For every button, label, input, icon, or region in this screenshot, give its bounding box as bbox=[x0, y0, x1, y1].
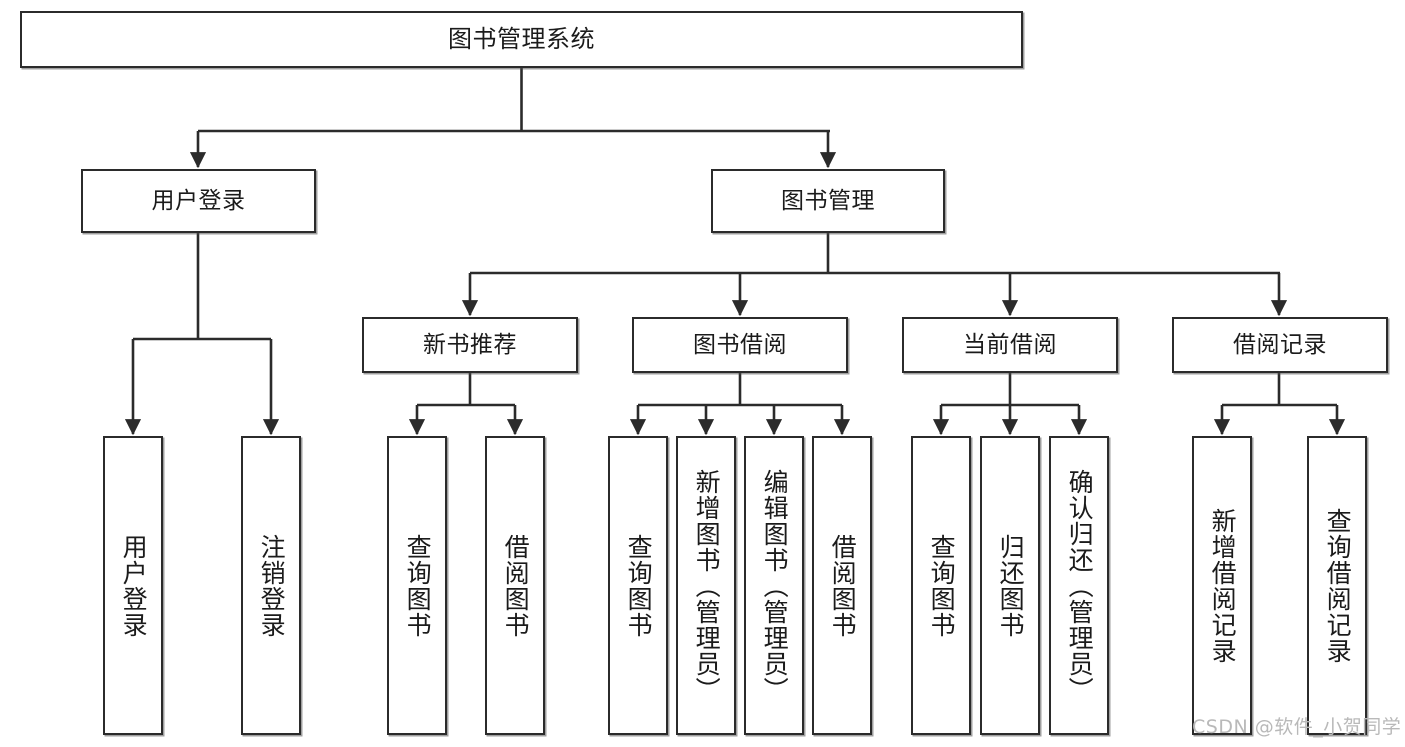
node-label: 图书管理 bbox=[781, 187, 875, 214]
node-leaf-borrow-book[interactable]: 借阅图书 bbox=[812, 436, 872, 735]
node-new-book-recommend[interactable]: 新书推荐 bbox=[362, 317, 578, 373]
node-leaf-add-borrow-record[interactable]: 新增借阅记录 bbox=[1192, 436, 1252, 735]
node-leaf-add-book-admin[interactable]: 新增图书（管理员） bbox=[676, 436, 736, 735]
node-label: 当前借阅 bbox=[963, 331, 1057, 358]
node-leaf-query-book-current[interactable]: 查询图书 bbox=[911, 436, 971, 735]
node-label: 新书推荐 bbox=[423, 331, 517, 358]
node-label: 查询图书 bbox=[403, 533, 433, 638]
node-user-login[interactable]: 用户登录 bbox=[81, 169, 316, 233]
node-book-borrow[interactable]: 图书借阅 bbox=[632, 317, 848, 373]
node-leaf-confirm-return-admin[interactable]: 确认归还（管理员） bbox=[1049, 436, 1109, 735]
node-leaf-user-login[interactable]: 用户登录 bbox=[103, 436, 163, 735]
node-label: 编辑图书（管理员） bbox=[760, 468, 790, 703]
node-label: 用户登录 bbox=[151, 187, 246, 214]
node-leaf-query-borrow-record[interactable]: 查询借阅记录 bbox=[1307, 436, 1367, 735]
node-label: 借阅图书 bbox=[828, 533, 858, 638]
node-label: 用户登录 bbox=[119, 533, 149, 638]
node-label: 图书借阅 bbox=[693, 331, 787, 358]
node-label: 借阅记录 bbox=[1233, 331, 1327, 358]
node-label: 归还图书 bbox=[996, 533, 1026, 638]
node-current-borrow[interactable]: 当前借阅 bbox=[902, 317, 1118, 373]
node-leaf-query-book-borrow[interactable]: 查询图书 bbox=[608, 436, 668, 735]
node-label: 新增图书（管理员） bbox=[692, 468, 722, 703]
node-leaf-edit-book-admin[interactable]: 编辑图书（管理员） bbox=[744, 436, 804, 735]
node-label: 注销登录 bbox=[257, 533, 287, 638]
node-label: 查询借阅记录 bbox=[1323, 507, 1353, 664]
csdn-watermark: CSDN @软件_小贺同学 bbox=[1192, 716, 1402, 738]
node-label: 新增借阅记录 bbox=[1208, 507, 1238, 664]
node-root-system[interactable]: 图书管理系统 bbox=[20, 11, 1023, 68]
node-label: 查询图书 bbox=[624, 533, 654, 638]
node-leaf-logout[interactable]: 注销登录 bbox=[241, 436, 301, 735]
node-label: 图书管理系统 bbox=[448, 24, 595, 53]
node-leaf-query-book-recommend[interactable]: 查询图书 bbox=[387, 436, 447, 735]
node-label: 借阅图书 bbox=[501, 533, 531, 638]
node-borrow-record[interactable]: 借阅记录 bbox=[1172, 317, 1388, 373]
node-book-management[interactable]: 图书管理 bbox=[711, 169, 945, 233]
node-label: 确认归还（管理员） bbox=[1065, 468, 1095, 703]
node-label: 查询图书 bbox=[927, 533, 957, 638]
node-leaf-borrow-book-recommend[interactable]: 借阅图书 bbox=[485, 436, 545, 735]
node-leaf-return-book[interactable]: 归还图书 bbox=[980, 436, 1040, 735]
